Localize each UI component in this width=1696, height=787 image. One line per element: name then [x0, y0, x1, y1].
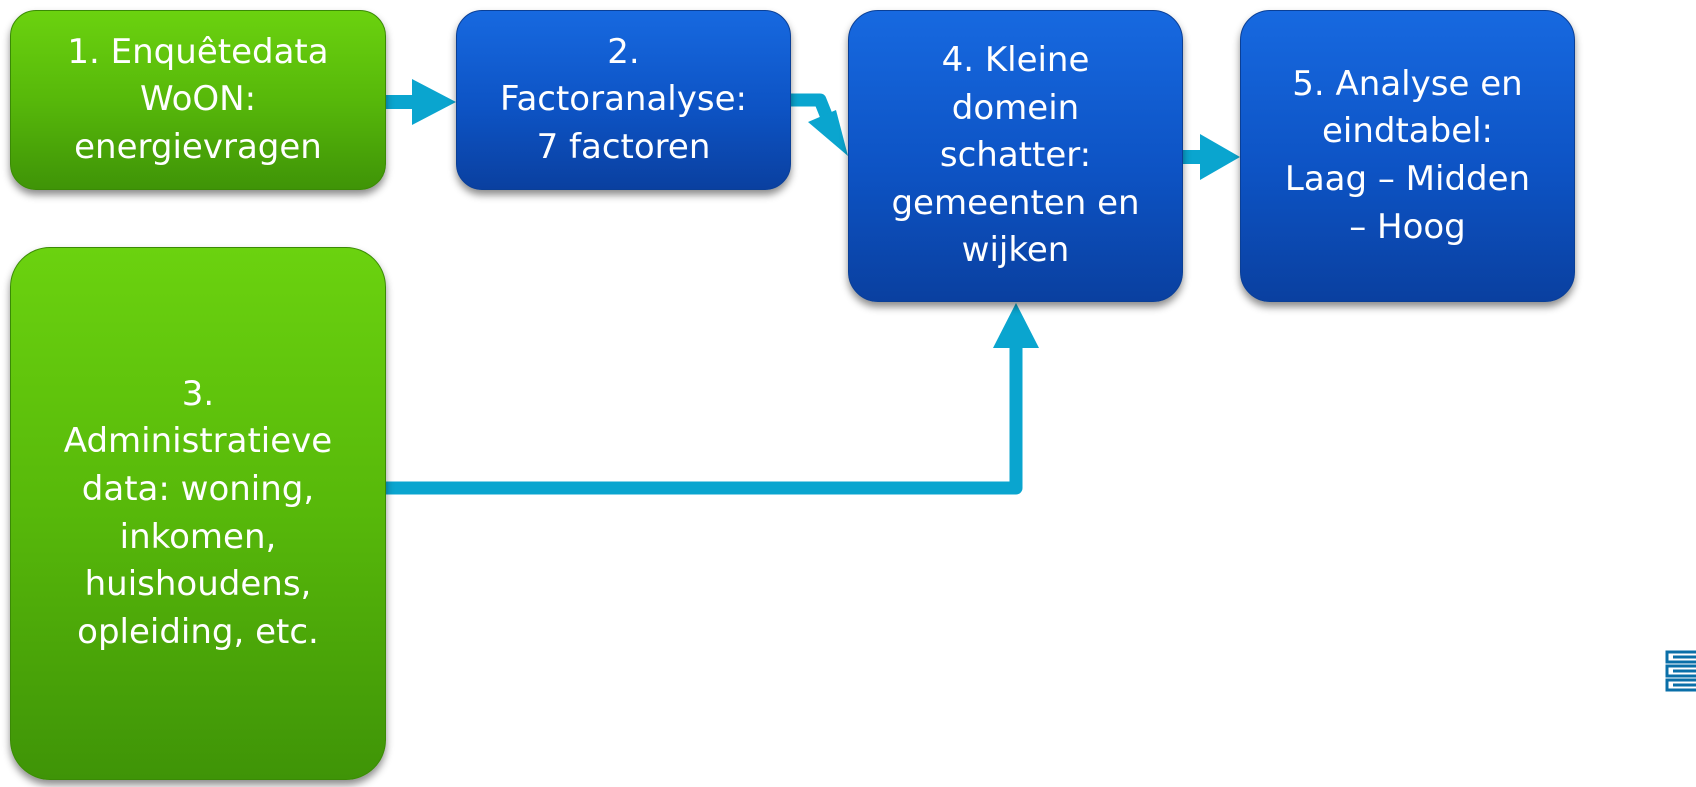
- arrow-3-to-4: [386, 303, 1039, 495]
- step-4-small-area-estimator: 4. Kleine domein schatter: gemeenten en …: [848, 10, 1183, 302]
- step-2-factor-analysis: 2. Factoranalyse: 7 factoren: [456, 10, 791, 190]
- step-3-administrative-data: 3. Administratieve data: woning, inkomen…: [10, 247, 386, 780]
- arrow-1-to-2: [386, 79, 456, 125]
- step-5-text: 5. Analyse en eindtabel: Laag – Midden –…: [1284, 63, 1531, 247]
- step-2-text: 2. Factoranalyse: 7 factoren: [500, 31, 747, 167]
- step-4-text: 4. Kleine domein schatter: gemeenten en …: [891, 40, 1140, 271]
- cbs-logo-icon: [1665, 650, 1696, 692]
- step-3-text: 3. Administratieve data: woning, inkomen…: [63, 373, 333, 652]
- arrow-4-to-5: [1183, 134, 1240, 180]
- step-1-text: 1. Enquêtedata WoON: energievragen: [67, 31, 329, 167]
- step-1-survey-data: 1. Enquêtedata WoON: energievragen: [10, 10, 386, 190]
- arrow-2-to-4: [791, 93, 848, 156]
- step-5-analysis-table: 5. Analyse en eindtabel: Laag – Midden –…: [1240, 10, 1575, 302]
